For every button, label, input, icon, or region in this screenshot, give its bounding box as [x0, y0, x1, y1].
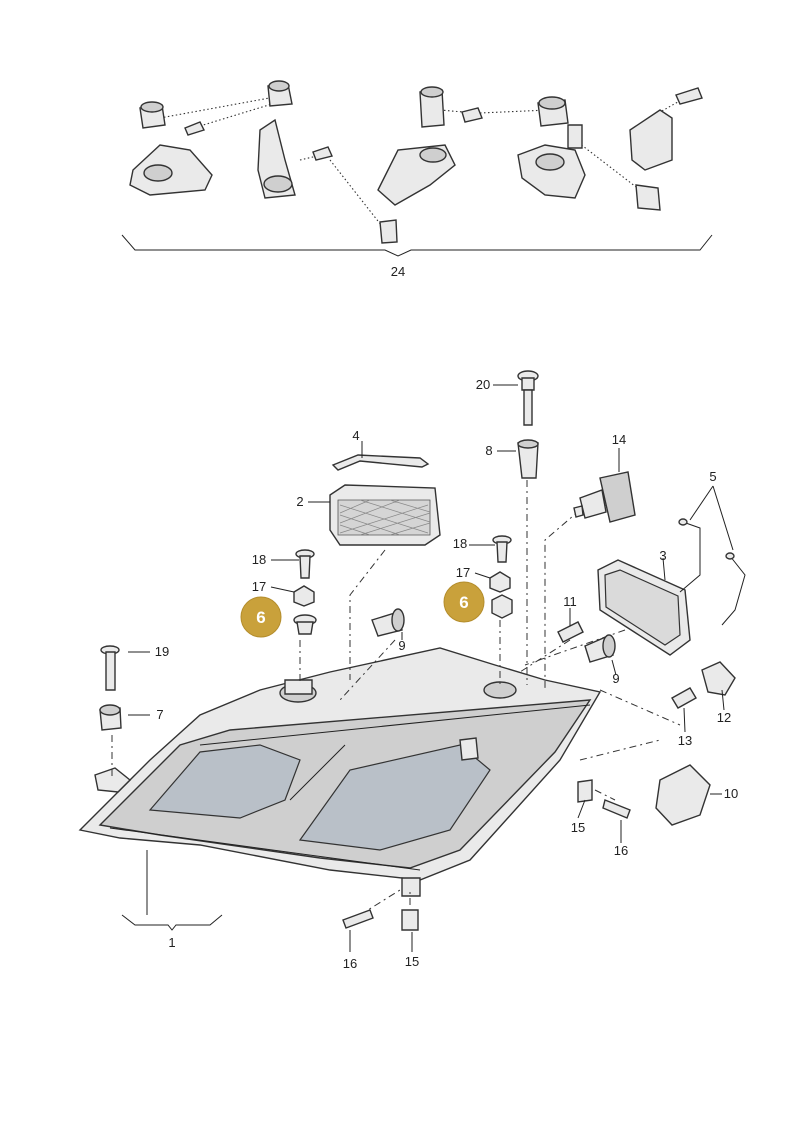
callout-9-left: 9: [398, 638, 405, 653]
bulb-h7-left: [371, 608, 405, 637]
range-control-motor: [655, 764, 711, 826]
nut-right-17: [489, 571, 511, 593]
mounting-bracket-4: [517, 96, 586, 199]
bulb-module: [573, 471, 636, 523]
callout-18-right: 18: [453, 536, 467, 551]
spring-clip-b: [721, 555, 746, 626]
threaded-spreader: [517, 439, 539, 479]
bulb-port-left: [279, 679, 317, 703]
bulb-11: [557, 621, 584, 643]
mounting-bracket-1: [129, 101, 213, 196]
callout-12: 12: [717, 710, 731, 725]
bolt-19: [100, 645, 120, 691]
clip-nut-15-right: [577, 779, 593, 803]
callout-8: 8: [485, 443, 492, 458]
callout-16-right: 16: [614, 843, 628, 858]
callout-16-bottom: 16: [343, 956, 357, 971]
bulb-port-right: [483, 681, 517, 699]
bracket-kit-group: 24: [121, 80, 713, 279]
screw-16-bottom: [342, 909, 374, 929]
seal-strip: [331, 454, 430, 471]
bulb-socket-12: [701, 661, 736, 696]
headlight-reflector-left: [148, 744, 301, 819]
adjusting-element-left: [293, 614, 317, 635]
bush-7: [99, 704, 122, 731]
adjusting-element-right: [491, 594, 513, 619]
bulb-13: [671, 687, 697, 709]
screw-16-right: [602, 799, 631, 819]
screw-left-18: [295, 549, 315, 579]
long-bolt: [517, 370, 539, 426]
mounting-tab-bottom: [401, 877, 421, 897]
callout-13: 13: [678, 733, 692, 748]
bracket-group-brace: [121, 234, 713, 257]
callout-15-right: 15: [571, 820, 585, 835]
callout-11: 11: [563, 594, 577, 609]
callout-2: 2: [296, 494, 303, 509]
nut-left-17: [293, 585, 315, 607]
callout-19: 19: [155, 644, 169, 659]
highlight-badge-6-left[interactable]: [240, 596, 282, 638]
callout-6-right: 6: [459, 593, 468, 612]
callout-14: 14: [612, 432, 626, 447]
callout-9-right: 9: [612, 671, 619, 686]
callout-3: 3: [659, 548, 666, 563]
housing-brace: [121, 914, 223, 931]
callout-10: 10: [724, 786, 738, 801]
mounting-bracket-5: [629, 87, 703, 211]
headlight-reflector-right: [298, 744, 491, 851]
mounting-bracket-2: [257, 80, 333, 199]
callout-15-bottom: 15: [405, 954, 419, 969]
headlight-cover: [329, 484, 441, 546]
spring-clip-a: [679, 521, 701, 593]
callout-1: 1: [168, 935, 175, 950]
screw-right-18: [492, 535, 512, 563]
callout-17-left: 17: [252, 579, 266, 594]
callout-17-right: 17: [456, 565, 470, 580]
highlight-badge-6-right[interactable]: [443, 581, 485, 623]
light-module-frame: [597, 559, 691, 656]
callout-7: 7: [156, 707, 163, 722]
clip-nut-15-bottom: [401, 909, 419, 931]
callout-20: 20: [476, 377, 490, 392]
callout-6-left: 6: [256, 608, 265, 627]
mounting-bracket-3: [377, 86, 483, 244]
callout-4: 4: [352, 428, 359, 443]
callout-24: 24: [391, 264, 405, 279]
callout-5: 5: [709, 469, 716, 484]
headlight-assembly: [78, 647, 602, 897]
bulb-h7-right: [584, 634, 616, 663]
callout-18-left: 18: [252, 552, 266, 567]
